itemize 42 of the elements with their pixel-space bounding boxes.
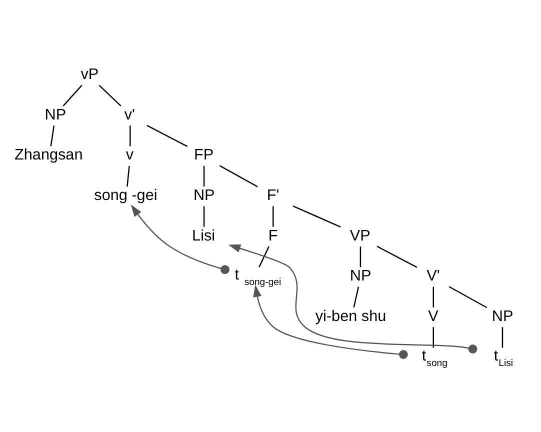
node-text: FP [194,146,214,164]
node-text: vP [80,66,99,83]
node-text: VP [350,226,370,244]
connector [432,286,434,307]
connector [502,326,504,348]
node-text: V' [426,267,440,284]
node-text: NP [44,106,66,123]
connector [126,165,130,186]
node-text: v' [124,106,136,123]
connector [203,206,205,226]
node-text: t $_{song-gei}$ [234,266,282,288]
connector [98,84,122,106]
connector [130,125,131,146]
connector [219,164,258,187]
connector [258,246,270,267]
connector [353,286,360,308]
connector [292,204,341,228]
node-text: NP [492,307,514,324]
arrow [228,244,478,353]
node-text: t$_{Lisi}$ [494,346,514,368]
connector [448,286,488,308]
node-text: NP [350,267,372,284]
node-text: Lisi [192,226,216,244]
node-text: t$_{song}$ [422,346,448,368]
connector [432,326,434,348]
connector [146,124,188,146]
node-text: F [268,226,278,244]
node-text: Zhangsan [14,146,83,164]
connector [62,84,82,106]
node-text: V [428,307,438,324]
node-text: v [126,146,134,164]
node-text: yi-ben shu [315,307,386,324]
node-text: song -gei [94,186,158,204]
connector [50,125,55,146]
connector [360,246,362,267]
node-text: NP [193,186,215,204]
node-text: F' [266,186,280,204]
arrow [130,204,230,274]
arrow [253,284,408,358]
connector [203,165,205,186]
connector [376,245,418,268]
connector [272,206,274,226]
